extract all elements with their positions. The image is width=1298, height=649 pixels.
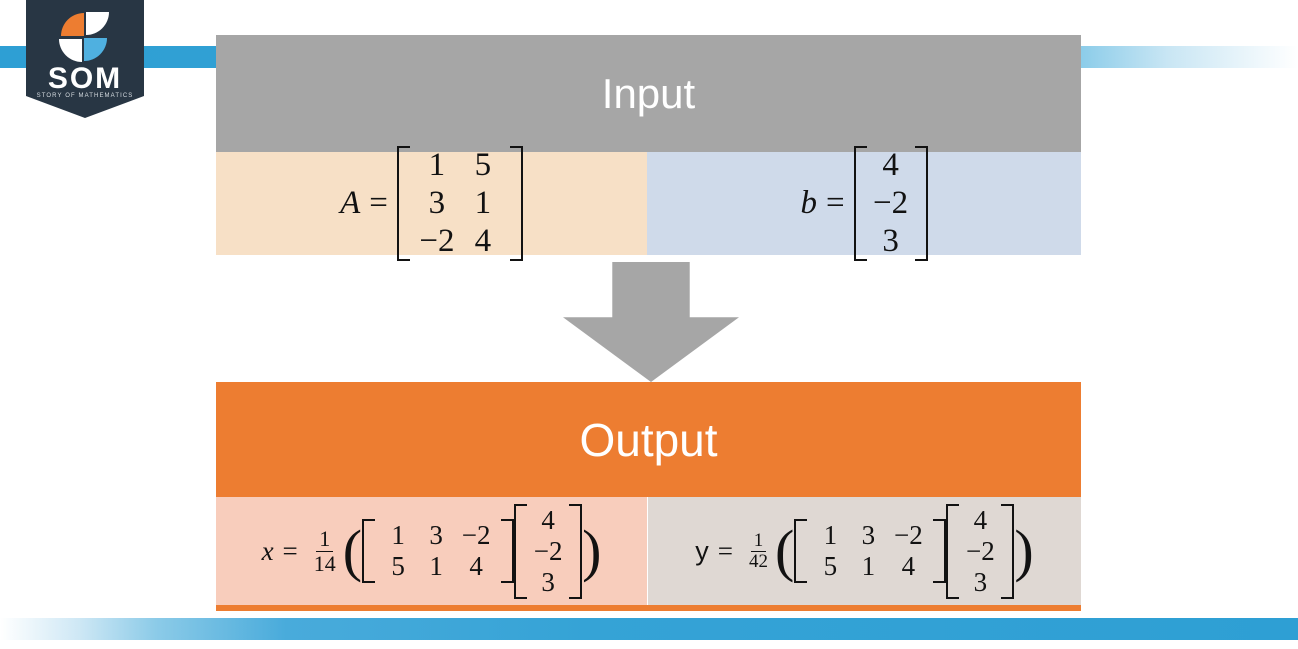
matrix-cell: −2	[965, 535, 995, 566]
equals-sign: =	[825, 185, 845, 221]
matrix-cell: 3	[428, 185, 446, 221]
equation-a: A = 1 5 3 1 −2 4	[340, 146, 523, 261]
matrix-cell: −2	[893, 520, 923, 550]
matrix-a-grid: 1 5 3 1 −2 4	[410, 146, 510, 261]
bottom-accent-bar	[0, 618, 1298, 640]
matrix-cell: 3	[541, 566, 555, 597]
fraction-numerator: 1	[316, 527, 334, 552]
equation-b: b = 4 −2 3	[800, 146, 928, 261]
input-header: Input	[216, 35, 1081, 152]
matrix-a-transpose: 1 3 −2 5 1 4	[794, 519, 947, 583]
equals-sign: =	[717, 535, 734, 566]
matrix-cell: 3	[973, 566, 988, 597]
vector-b-grid: 4 −2 3	[527, 504, 569, 599]
matrix-cell: 1	[391, 520, 405, 550]
matrix-cell: 1	[474, 185, 492, 221]
down-arrow-icon	[563, 262, 739, 382]
output-body: x = 1 14 ( 1 3 −2 5 1 4	[216, 497, 1081, 611]
bracket-right	[1001, 503, 1015, 599]
fraction-one-over-fortytwo: 1 42	[746, 530, 771, 572]
bracket-left	[946, 503, 960, 599]
fraction-numerator: 1	[750, 530, 767, 552]
equals-sign: =	[282, 535, 298, 566]
bracket-left	[514, 503, 528, 599]
variable-b-label: b	[800, 185, 817, 221]
matrix-cell: 1	[428, 147, 446, 183]
equals-sign: =	[369, 185, 388, 221]
som-logo: SOM STORY OF MATHEMATICS	[26, 0, 144, 118]
bracket-left	[362, 519, 376, 583]
vector-b-grid: 4 −2 3	[959, 504, 1001, 599]
matrix-cell: 4	[474, 223, 492, 259]
matrix-cell: −2	[461, 520, 491, 550]
matrix-cell: −2	[873, 185, 909, 221]
logo-tagline: STORY OF MATHEMATICS	[36, 93, 134, 99]
vector-b: 4 −2 3	[514, 503, 583, 599]
matrix-a-transpose: 1 3 −2 5 1 4	[362, 519, 515, 583]
matrix-cell: 1	[429, 551, 443, 581]
matrix-cell: −2	[533, 535, 563, 566]
matrix-cell: −2	[419, 223, 455, 259]
input-cell-matrix-a: A = 1 5 3 1 −2 4	[216, 146, 647, 261]
matrix-cell: 3	[882, 223, 899, 259]
variable-x-label: x	[261, 535, 274, 566]
matrix-cell: 4	[469, 551, 483, 581]
matrix-cell: 4	[882, 147, 899, 183]
matrix-a-transpose-grid: 1 3 −2 5 1 4	[807, 519, 933, 583]
som-shield-icon	[59, 12, 109, 62]
matrix-cell: 4	[901, 551, 916, 581]
matrix-cell: 4	[973, 504, 988, 535]
matrix-cell: 4	[541, 504, 555, 535]
fraction-denominator: 14	[313, 550, 336, 576]
matrix-cell: 5	[474, 147, 492, 183]
matrix-a: 1 5 3 1 −2 4	[396, 146, 523, 261]
bracket-right	[569, 503, 583, 599]
equation-x: x = 1 14 ( 1 3 −2 5 1 4	[261, 503, 602, 599]
input-table: Input A = 1 5 3 1 −2 4	[216, 35, 1081, 261]
bracket-right	[501, 519, 515, 583]
matrix-cell: 3	[861, 520, 876, 550]
equation-y: y = 1 42 ( 1 3 −2 5 1 4	[695, 503, 1034, 599]
variable-y-label: y	[695, 535, 709, 566]
matrix-cell: 3	[429, 520, 443, 550]
logo-wordmark: SOM	[47, 62, 123, 95]
vector-b: 4 −2 3	[946, 503, 1015, 599]
variable-a-label: A	[340, 185, 361, 221]
close-paren: )	[582, 517, 602, 583]
bracket-left	[853, 146, 867, 261]
output-table: Output x = 1 14 ( 1 3 −2 5 1	[216, 382, 1081, 611]
open-paren: (	[342, 517, 363, 583]
bracket-right	[933, 519, 947, 583]
matrix-cell: 5	[391, 551, 405, 581]
output-header: Output	[216, 382, 1081, 497]
fraction-one-over-fourteen: 1 14	[311, 527, 339, 574]
vector-b: 4 −2 3	[853, 146, 928, 261]
matrix-cell: 5	[823, 551, 838, 581]
bracket-right	[509, 146, 523, 261]
output-cell-y: y = 1 42 ( 1 3 −2 5 1 4	[647, 497, 1081, 605]
bracket-right	[914, 146, 928, 261]
matrix-cell: 1	[823, 520, 838, 550]
close-paren: )	[1014, 517, 1034, 583]
open-paren: (	[775, 517, 795, 583]
bracket-left	[396, 146, 410, 261]
fraction-denominator: 42	[749, 550, 769, 572]
input-cell-vector-b: b = 4 −2 3	[647, 146, 1081, 261]
matrix-a-transpose-grid: 1 3 −2 5 1 4	[375, 519, 501, 583]
input-body: A = 1 5 3 1 −2 4 b	[216, 146, 1081, 261]
output-cell-x: x = 1 14 ( 1 3 −2 5 1 4	[216, 497, 647, 605]
bracket-left	[794, 519, 808, 583]
matrix-cell: 1	[861, 551, 876, 581]
vector-b-grid: 4 −2 3	[867, 146, 915, 261]
